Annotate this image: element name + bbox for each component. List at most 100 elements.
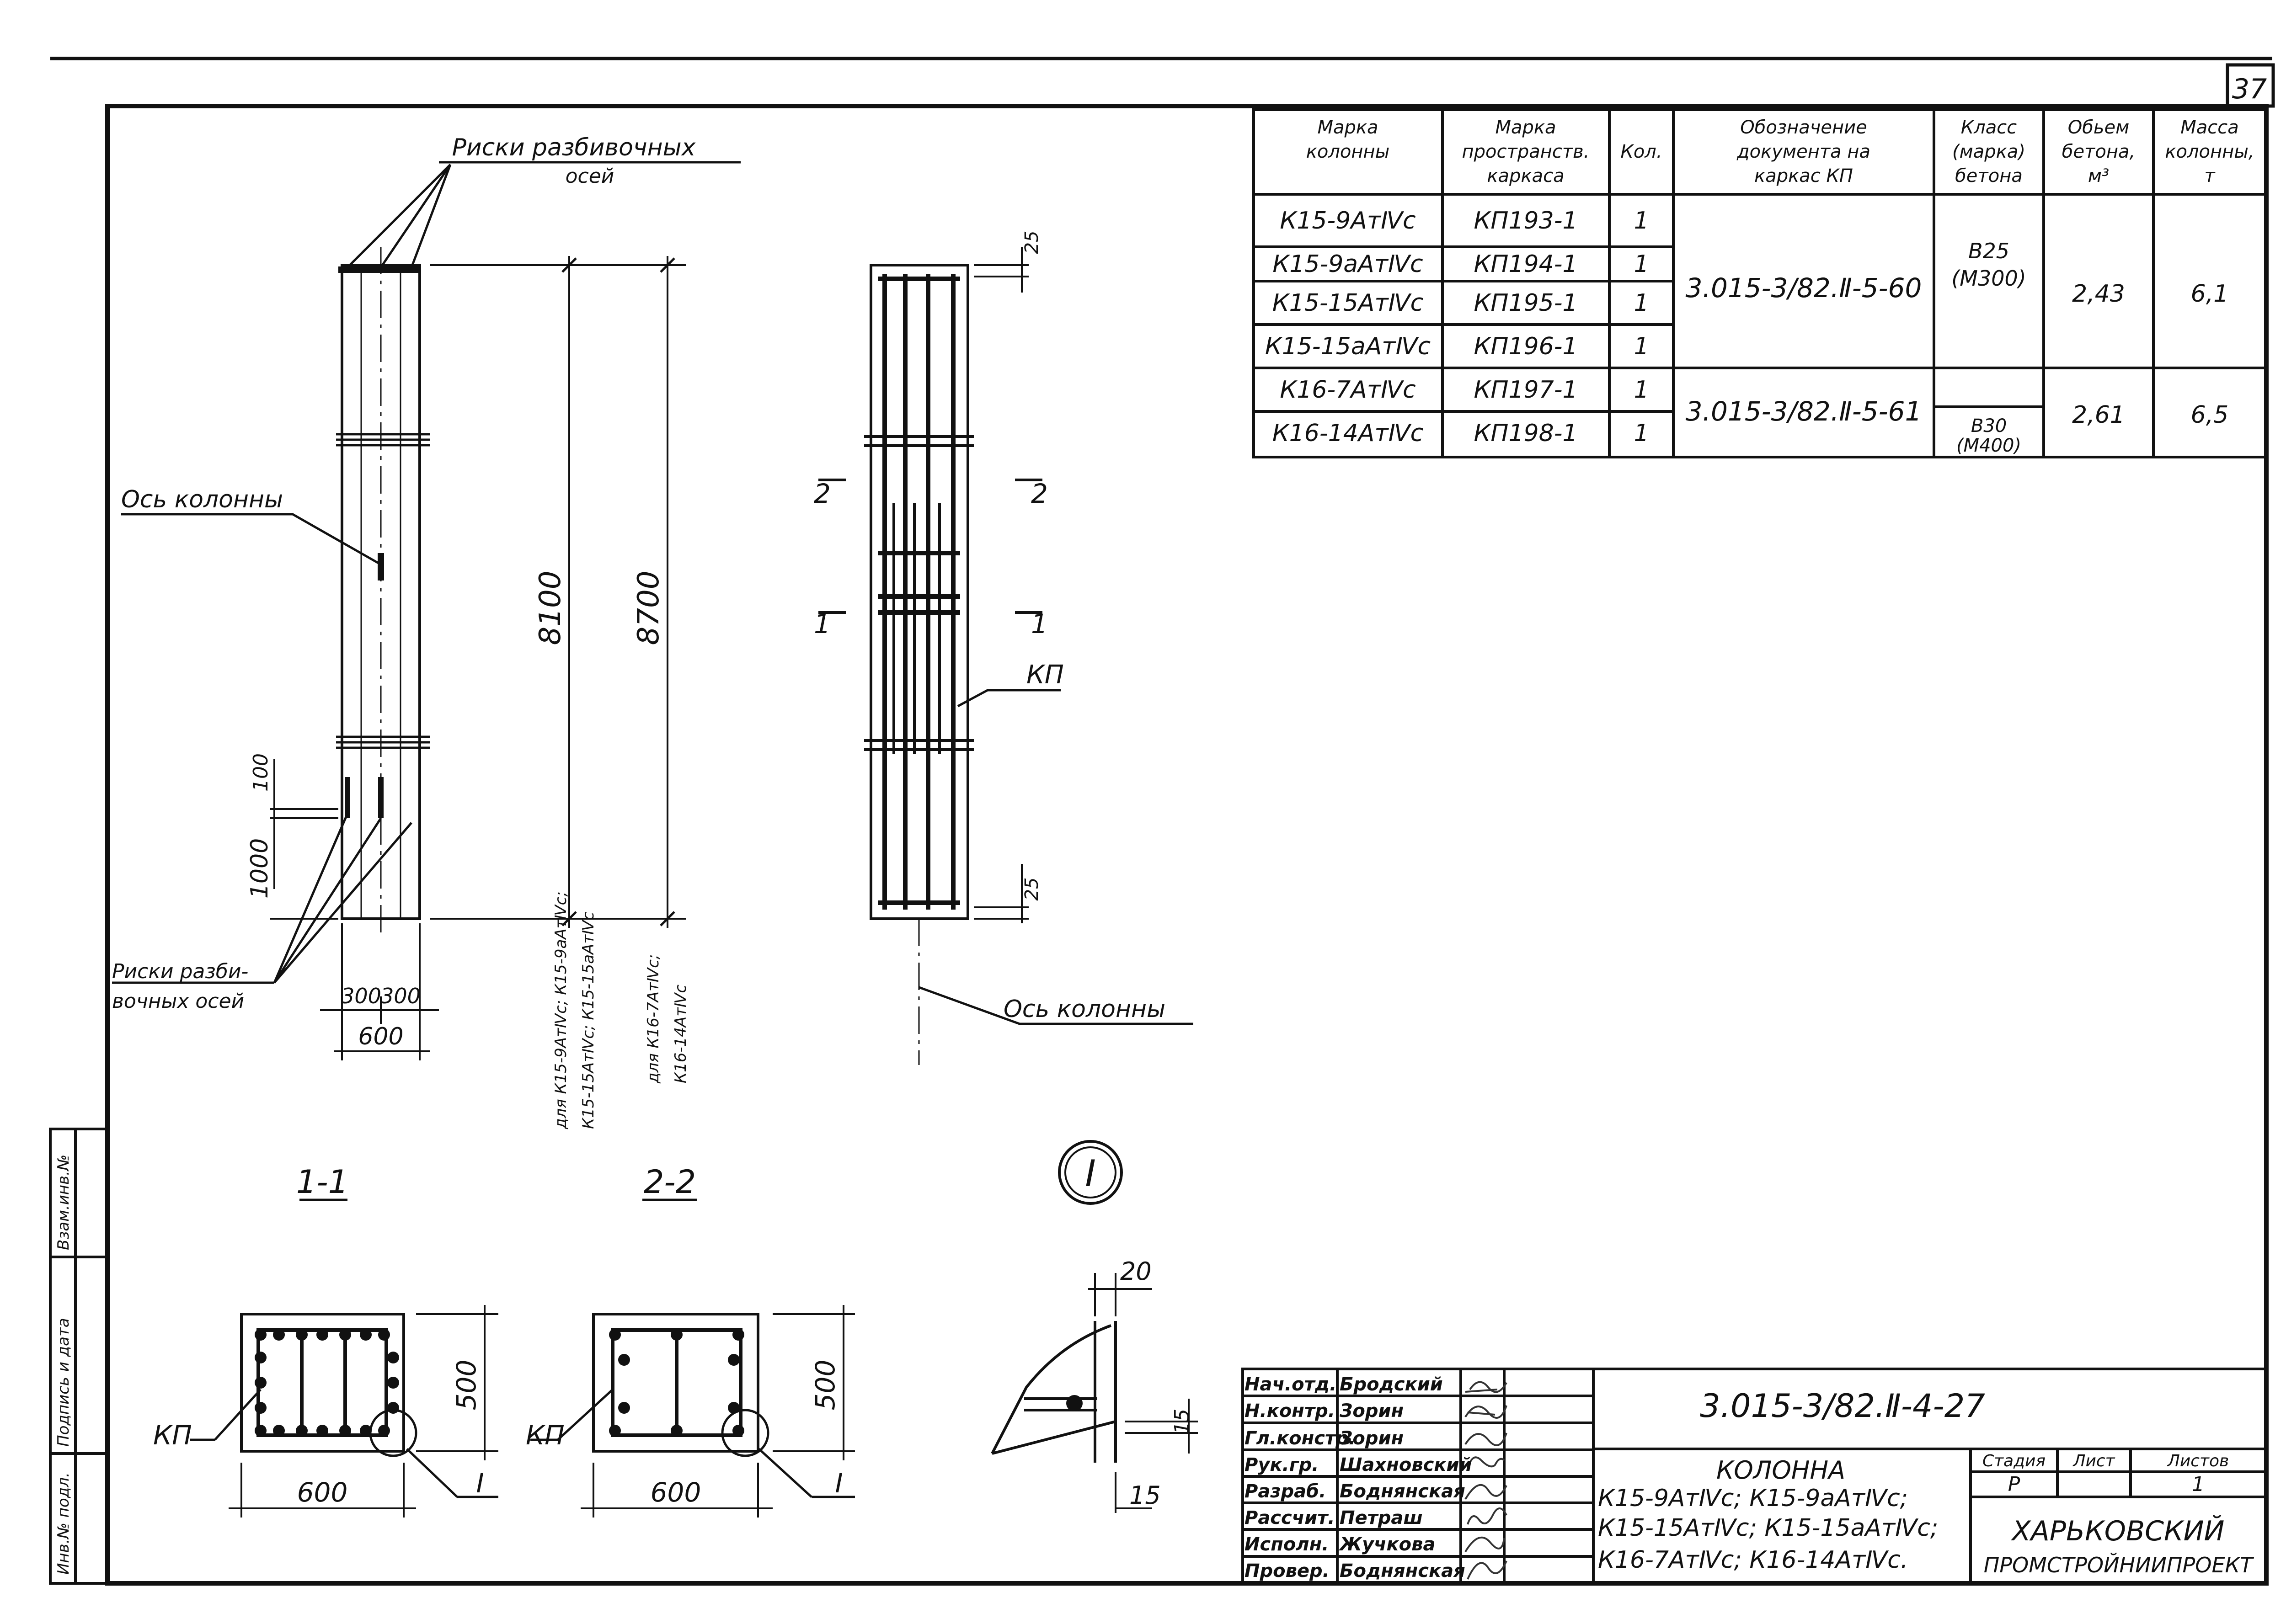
row-mark: К16-14АтⅣс (1272, 420, 1423, 447)
role-4: Рук.гр. (1244, 1454, 1319, 1475)
row-mark: К15-9АтⅣс (1280, 207, 1415, 234)
label-risks-top-2: осей (566, 165, 614, 188)
th-frame-1: Марка (1495, 117, 1556, 138)
stage-label: Стадия (1982, 1452, 2046, 1470)
dim-600: 600 (358, 1023, 403, 1050)
name-8: Боднянская (1340, 1560, 1465, 1581)
row-mark: К15-9аАтⅣс (1272, 250, 1423, 278)
mass-1: 6,1 (2191, 280, 2229, 308)
signatures (1464, 1381, 1507, 1580)
sec-1-right: 1 (1031, 608, 1048, 639)
section-1-1 (190, 1305, 498, 1518)
name-4: Шахновский (1340, 1454, 1472, 1475)
row-frame: КП198-1 (1474, 420, 1577, 447)
note-8100: для К15-9АтⅣс; К15-9аАтⅣс; (552, 891, 570, 1129)
th-doc-2: документа на (1736, 141, 1870, 162)
sec1-kp: КП (153, 1420, 192, 1451)
section-2-2 (530, 1305, 855, 1518)
cage-elevation (818, 247, 1193, 1065)
dim-300b: 300 (380, 984, 421, 1008)
sheet-label: Лист (2072, 1452, 2115, 1470)
dim-1000: 1000 (246, 838, 273, 899)
dim-8700: 8700 (632, 571, 666, 645)
sec-2-right: 2 (1031, 478, 1048, 509)
doc-group-2: 3.015-3/82.Ⅱ-5-61 (1686, 396, 1922, 427)
label-axis-right: Ось колонны (1004, 996, 1165, 1023)
dim-100: 100 (249, 753, 272, 792)
sec-1-left: 1 (814, 608, 831, 639)
row-mark: К15-15аАтⅣс (1265, 333, 1431, 360)
concrete-2b: (М400) (1956, 435, 2021, 456)
label-kp-cage: КП (1026, 660, 1064, 690)
name-3: Зорин (1339, 1428, 1404, 1449)
sheet-number-box (2226, 63, 2275, 108)
sec2-node: I (835, 1468, 843, 1499)
role-1: Нач.отд. (1244, 1374, 1336, 1395)
name-2: Зорин (1339, 1400, 1404, 1422)
org-name-1: ХАРЬКОВСКИЙ (2011, 1515, 2225, 1547)
section-1-title: 1-1 (296, 1163, 348, 1201)
note-8100-2: К15-15АтⅣс; К15-15аАтⅣс (579, 911, 598, 1129)
th-qty: Кол. (1620, 141, 1662, 162)
dim-25-top: 25 (1021, 231, 1042, 254)
row-mark: К15-15АтⅣс (1272, 289, 1423, 317)
label-risks-bottom-2: вочных осей (112, 990, 244, 1013)
row-frame: КП194-1 (1474, 250, 1577, 278)
detail-20: 20 (1120, 1257, 1152, 1286)
row-qty: 1 (1634, 289, 1649, 317)
sec2-kp: КП (526, 1420, 565, 1451)
th-volume-3: м³ (2088, 165, 2109, 186)
sec1-node: I (476, 1468, 484, 1499)
sec2-500: 500 (810, 1360, 841, 1411)
sheets-label: Листов (2167, 1452, 2229, 1470)
th-class-1: Класс (1961, 117, 2017, 138)
dim-300a: 300 (341, 984, 381, 1008)
column-elevation (112, 161, 741, 1060)
title-line-2: К15-9АтⅣс; К15-9аАтⅣс; (1598, 1485, 1908, 1512)
concrete-1b: (М300) (1951, 266, 2026, 291)
th-class-3: бетона (1955, 165, 2023, 186)
th-mass-3: т (2204, 165, 2216, 186)
sec-2-left: 2 (814, 478, 831, 509)
th-mass-2: колонны, (2165, 141, 2254, 162)
sec2-600: 600 (651, 1477, 701, 1508)
label-risks-top: Риски разбивочных (452, 134, 696, 161)
th-volume-1: Обьем (2068, 117, 2130, 138)
role-5: Разраб. (1244, 1481, 1326, 1502)
title-line-4: К16-7АтⅣс; К16-14АтⅣс. (1598, 1546, 1908, 1574)
row-frame: КП195-1 (1474, 289, 1577, 317)
concrete-2: В30 (1971, 415, 2007, 437)
sec1-600: 600 (297, 1477, 348, 1508)
name-1: Бродский (1340, 1374, 1443, 1395)
name-6: Петраш (1340, 1507, 1423, 1528)
detail-15b: 15 (1129, 1481, 1161, 1510)
role-3: Гл.констр. (1244, 1428, 1356, 1449)
th-frame-3: каркаса (1487, 165, 1564, 186)
row-qty: 1 (1634, 207, 1649, 234)
title-line-3: К15-15АтⅣс; К15-15аАтⅣс; (1598, 1514, 1938, 1542)
role-6: Рассчит. (1244, 1507, 1335, 1528)
section-titles: 1-1 2-2 (296, 1163, 696, 1201)
stamp-inv: Инв.№ подл. (54, 1472, 73, 1575)
row-qty: 1 (1634, 376, 1649, 404)
row-frame: КП197-1 (1474, 376, 1577, 404)
dim-8100: 8100 (534, 571, 567, 645)
detail-15a: 15 (1170, 1409, 1194, 1434)
label-risks-bottom: Риски разби- (112, 960, 248, 983)
stamp-replace: Взам.инв.№ (54, 1155, 73, 1250)
th-class-2: (марка) (1952, 141, 2025, 162)
title-block (1241, 1368, 2268, 1585)
drawing-code: 3.015-3/82.Ⅱ-4-27 (1700, 1387, 1985, 1425)
stage-value: Р (2008, 1473, 2020, 1496)
node-mark: I (1085, 1152, 1096, 1195)
node-detail (991, 1273, 1198, 1513)
row-frame: КП193-1 (1474, 207, 1577, 234)
sheet-number: 37 (2232, 73, 2267, 105)
stamp-sign: Подпись и дата (54, 1318, 73, 1447)
row-qty: 1 (1634, 333, 1649, 360)
volume-2: 2,61 (2072, 401, 2125, 429)
row-frame: КП196-1 (1474, 333, 1577, 360)
note-8700-2: К16-14АтⅣс (672, 985, 690, 1083)
th-volume-2: бетона, (2062, 141, 2135, 162)
